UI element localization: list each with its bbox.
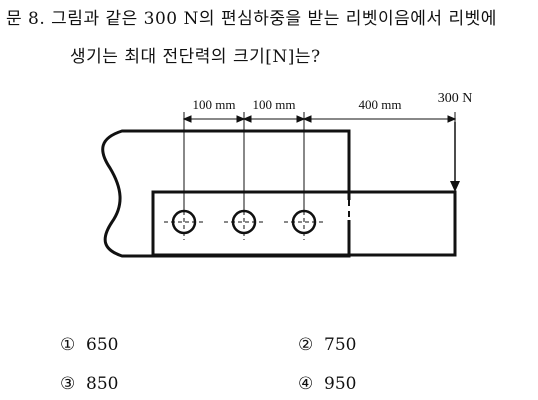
dim-label-1: 100 mm [193,97,236,112]
choice-2-marker: ② [298,335,314,355]
choice-4[interactable]: ④ 950 [298,374,356,394]
dim-label-2: 100 mm [253,97,296,112]
choice-4-value: 950 [324,374,357,394]
choice-1-value: 650 [86,335,119,355]
choice-3-value: 850 [86,374,119,394]
load-label: 300 N [438,91,473,106]
rivet-3 [284,204,324,240]
choice-1[interactable]: ① 650 [60,335,118,355]
choice-3[interactable]: ③ 850 [60,374,118,394]
load-arrow [450,122,460,192]
choice-4-marker: ④ [298,374,314,394]
rivet-1 [164,204,204,240]
choice-3-marker: ③ [60,374,76,394]
upper-plate [101,129,351,258]
dim-label-3: 400 mm [359,97,402,112]
choice-2[interactable]: ② 750 [298,335,356,355]
rivet-2 [224,204,264,240]
question-text-line1: 문 8. 그림과 같은 300 N의 편심하중을 받는 리벳이음에서 리벳에 [6,9,497,29]
choice-1-marker: ① [60,335,76,355]
question-text-line2: 생기는 최대 전단력의 크기[N]는? [70,47,321,67]
dimension-lines [182,115,457,123]
choice-2-value: 750 [324,335,357,355]
